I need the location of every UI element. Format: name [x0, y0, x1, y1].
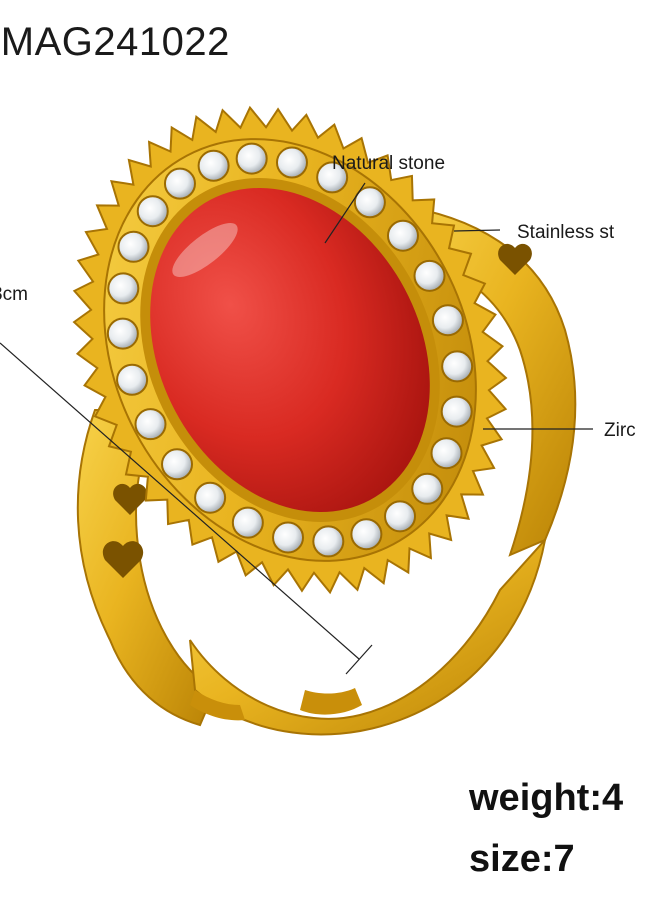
zircon-stone [431, 304, 464, 337]
ring-band-bottom [189, 536, 547, 736]
zircon-stone [116, 363, 149, 396]
zircon-stone [350, 518, 383, 551]
zircon-stone [134, 408, 167, 441]
dimension-line [0, 342, 360, 660]
dimension-endcap [345, 644, 373, 675]
zircon-label: Zirc [604, 420, 636, 441]
zircon-stone [161, 448, 194, 481]
zircon-stone [194, 481, 227, 514]
stainless-steel-label: Stainless st [517, 222, 615, 243]
band-pointer-line [453, 229, 501, 232]
zircon-stone [430, 437, 463, 470]
zircon-stone [106, 317, 139, 350]
zircon-stone [353, 186, 386, 219]
heart-cutout-1 [102, 541, 144, 578]
zircon-stone [275, 146, 308, 179]
red-natural-stone [150, 187, 430, 513]
zircon-stone [312, 525, 345, 558]
stone-highlight [172, 223, 238, 277]
heart-cutout-3 [498, 243, 532, 275]
zircon-stone [235, 142, 268, 175]
zircon-stone [386, 219, 419, 252]
weight-spec: weight:4 [469, 777, 624, 819]
natural-stone-label: Natural stone [332, 153, 446, 174]
heart-cutout-2 [113, 483, 147, 515]
band-tip-right [300, 688, 362, 715]
zircon-stone [411, 472, 444, 505]
zircon-halo [106, 142, 474, 558]
zircon-stone [117, 230, 150, 263]
zircon-stone [231, 506, 264, 539]
product-code: 2MAG241022 [0, 20, 230, 64]
zircon-stone [136, 195, 169, 228]
zircon-stone [272, 521, 305, 554]
zircon-stone [316, 161, 349, 194]
zircon-stone [413, 259, 446, 292]
zircon-stone [197, 149, 230, 182]
size-spec: size:7 [469, 838, 575, 880]
stone-pointer-line [324, 182, 366, 244]
zircon-stone [163, 167, 196, 200]
zircon-stone [441, 350, 474, 383]
zircon-stone [107, 272, 140, 305]
band-tip-left [190, 690, 245, 721]
dimension-label: 3cm [0, 284, 28, 305]
zircon-stone [384, 500, 417, 533]
zircon-stone [440, 395, 473, 428]
